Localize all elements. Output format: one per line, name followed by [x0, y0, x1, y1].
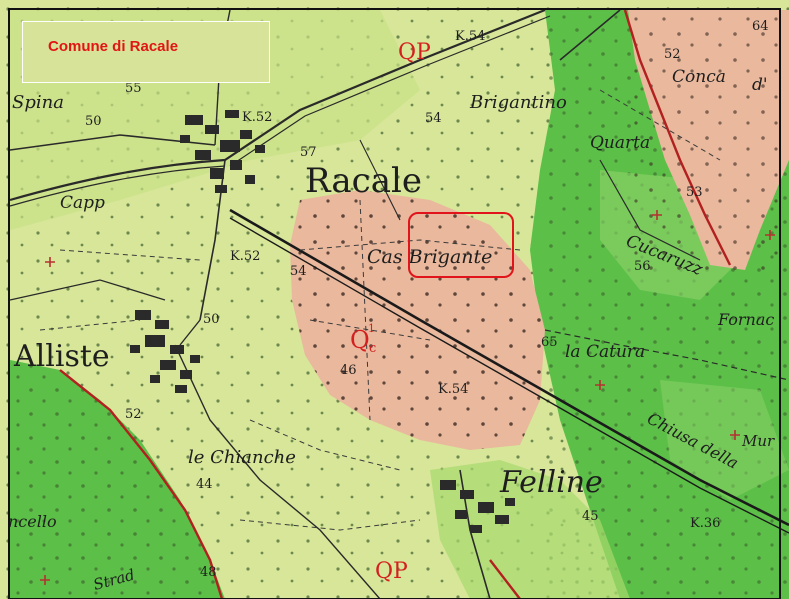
- elevation-label: 54: [290, 264, 307, 279]
- elevation-label: K.36: [690, 516, 720, 531]
- geology-code-qp-bottom: QP: [375, 559, 408, 584]
- geology-code-qc-sub: c: [369, 341, 376, 356]
- elevation-label: K.54: [438, 382, 468, 397]
- elevation-label: 45: [582, 509, 599, 524]
- place-label-capp: Capp: [60, 193, 105, 213]
- geology-code-qc: Q: [350, 326, 370, 354]
- elevation-label: 64: [752, 19, 769, 34]
- place-label-conca-d: d': [752, 75, 768, 95]
- elevation-labels: K.52 K.52 K.54 K.54 K.36 57 54 50 46 65 …: [85, 19, 769, 580]
- map-title: Comune di Racale: [48, 38, 179, 55]
- elevation-label: 50: [85, 114, 102, 129]
- elevation-label: K.54: [455, 29, 485, 44]
- elevation-label: 50: [203, 312, 220, 327]
- place-label-mura: Mur: [741, 432, 775, 450]
- railway: [229, 208, 789, 534]
- place-label-cas-brigante: Cas Brigante: [367, 246, 492, 268]
- place-label-brigantino: Brigantino: [469, 92, 567, 113]
- elevation-label: 48: [200, 565, 217, 580]
- elevation-label: 65: [541, 335, 558, 350]
- place-label-conca: Conca: [672, 67, 726, 87]
- elevation-label: 52: [125, 407, 142, 422]
- elevation-label: 44: [196, 477, 213, 492]
- elevation-label: 46: [340, 363, 357, 378]
- roads: [9, 8, 789, 599]
- geology-code-qc-sup: 1: [368, 322, 375, 335]
- geology-code-qp-top: QP: [398, 40, 431, 65]
- place-label-fornace: Fornac: [717, 310, 774, 329]
- map-title-box: Comune di Racale: [22, 21, 270, 83]
- place-label-le-chianche: le Chianche: [188, 447, 296, 468]
- place-label-quarta: Quarta: [590, 133, 650, 153]
- elevation-label: K.52: [230, 249, 260, 264]
- town-label-racale: Racale: [305, 161, 422, 201]
- map-border: [8, 8, 781, 599]
- place-label-fancello: ncello: [8, 512, 57, 531]
- town-racale-blocks: [180, 110, 265, 193]
- town-alliste-blocks: [130, 310, 200, 393]
- elevation-label: K.52: [242, 110, 272, 125]
- elevation-label: 52: [664, 47, 681, 62]
- town-felline-blocks: [440, 480, 515, 533]
- elevation-label: 57: [300, 145, 317, 160]
- town-label-felline: Felline: [499, 465, 603, 500]
- elevation-label: 56: [634, 259, 651, 274]
- place-label-la-catura: la Catura: [565, 342, 645, 362]
- boundary-lines: [59, 9, 732, 599]
- elevation-label: 54: [425, 111, 442, 126]
- town-label-alliste: Alliste: [13, 339, 110, 374]
- elevation-label: 55: [125, 81, 142, 96]
- elevation-label: 53: [686, 185, 703, 200]
- place-label-spina: Spina: [12, 92, 64, 113]
- highlight-cas-brigante: [408, 212, 514, 278]
